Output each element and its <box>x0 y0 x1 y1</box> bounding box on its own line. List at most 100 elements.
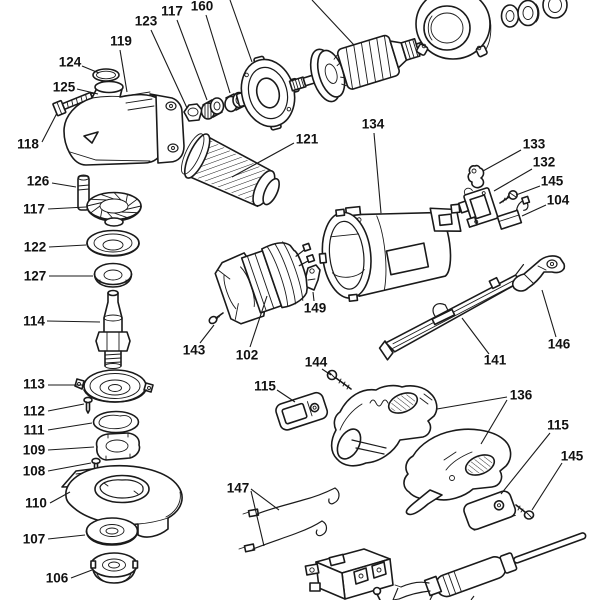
part-label-160: 160 <box>191 0 214 14</box>
part-label-144: 144 <box>305 355 328 370</box>
labels-layer: 1241251191181261171221271141131121111091… <box>17 0 584 586</box>
leader-line-107 <box>47 534 86 540</box>
part-label-117a: 117 <box>23 202 45 217</box>
brush-cap-133-drawing <box>467 164 485 189</box>
leader-line-145b <box>531 462 563 511</box>
leader-line-144 <box>321 368 332 376</box>
screw-145-top-drawing <box>499 190 518 204</box>
brush-holder-132-drawing <box>457 187 499 228</box>
bearing-flange-113-drawing <box>74 369 154 403</box>
side-handle-121-drawing <box>180 133 280 208</box>
o-ring-124-drawing <box>92 68 120 82</box>
part-label-143: 143 <box>183 343 206 358</box>
part-label-145b: 145 <box>561 449 584 464</box>
lock-plate-109-drawing <box>95 432 141 461</box>
leader-line-108 <box>47 462 92 472</box>
leader-line-115b <box>500 432 551 495</box>
part-label-123: 123 <box>135 14 158 29</box>
leader-line-104 <box>521 204 547 217</box>
screw-145-bottom-drawing <box>515 504 535 520</box>
leader-line-111 <box>47 422 93 431</box>
motor-housing-134-drawing <box>318 203 462 302</box>
part-label-141: 141 <box>484 353 507 368</box>
wheel-guard-110-drawing <box>61 464 183 538</box>
cord-assembly-drawing <box>392 532 587 600</box>
leader-line-121 <box>231 142 295 178</box>
washer-top-right-drawing <box>500 4 520 28</box>
leader-line-160 <box>205 14 231 94</box>
wire-147a-drawing <box>242 487 340 518</box>
leader-line-147 <box>250 488 280 511</box>
leader-line-133 <box>482 149 522 172</box>
leader-line-124 <box>81 65 100 74</box>
part-label-122: 122 <box>24 240 47 255</box>
wire-147b-drawing <box>238 520 328 553</box>
part-label-132: 132 <box>533 155 556 170</box>
bearing-127-drawing <box>93 262 133 288</box>
baffle-plate-drawing <box>235 55 300 131</box>
part-label-106: 106 <box>46 571 69 586</box>
part-label-136: 136 <box>510 388 533 403</box>
leader-line-134 <box>373 132 382 214</box>
leader-line-118 <box>41 112 58 143</box>
leader-line-136 <box>480 399 508 445</box>
leader-line-147 <box>250 490 265 547</box>
leader-line-125 <box>76 88 99 95</box>
part-label-117b: 117 <box>161 4 183 19</box>
leader-line-149 <box>312 291 315 302</box>
cover-plate-115-right-drawing <box>463 490 517 531</box>
part-label-114: 114 <box>23 314 45 329</box>
part-label-109: 109 <box>23 443 46 458</box>
part-label-147: 147 <box>227 481 250 496</box>
leader-line-110 <box>49 491 71 504</box>
part-label-127: 127 <box>24 269 47 284</box>
part-label-146: 146 <box>548 337 571 352</box>
leader-line-114 <box>46 320 101 323</box>
screw-144-drawing <box>326 369 352 390</box>
part-label-115b: 115 <box>547 418 569 433</box>
field-coil-102-drawing <box>214 241 316 325</box>
switch-drawing <box>304 548 394 600</box>
part-label-113: 113 <box>23 377 45 392</box>
part-label-108: 108 <box>23 464 46 479</box>
leader-line-136 <box>436 396 508 410</box>
part-label-119: 119 <box>110 34 132 49</box>
part-label-149: 149 <box>304 301 327 316</box>
carbon-brush-104-drawing <box>496 195 531 230</box>
handle-half-top-136-drawing <box>330 384 438 467</box>
part-label-107: 107 <box>23 532 46 547</box>
leader-line-123 <box>150 29 188 109</box>
part-label-124: 124 <box>59 55 82 70</box>
cover-plate-115-left-drawing <box>275 391 329 431</box>
leader-line-115a <box>276 389 296 403</box>
pinion-117-drawing <box>200 97 225 120</box>
retainer-ring-top-right-drawing <box>542 0 568 19</box>
part-label-125: 125 <box>53 80 76 95</box>
screw-143-drawing <box>208 312 224 325</box>
screw-112-drawing <box>83 396 93 414</box>
leader-line-117a <box>47 206 87 210</box>
part-label-102: 102 <box>236 348 259 363</box>
part-label-118: 118 <box>17 137 39 152</box>
lock-lever-146-drawing <box>511 255 566 292</box>
pin-126-drawing <box>77 174 90 211</box>
leader-line-126 <box>51 182 77 188</box>
part-label-110: 110 <box>25 496 47 511</box>
leader-line-109 <box>47 446 95 451</box>
leader-line-102 <box>249 295 268 348</box>
part-label-112: 112 <box>23 404 45 419</box>
leader-line-112 <box>47 403 85 412</box>
part-label-111: 111 <box>23 423 45 438</box>
part-label-121: 121 <box>296 132 319 147</box>
bearing-top-right-drawing <box>517 0 540 27</box>
part-label-134: 134 <box>362 117 385 132</box>
leader-line-132 <box>493 168 533 192</box>
bevel-gear-117-drawing <box>86 191 142 227</box>
leader-line-143 <box>199 324 215 344</box>
part-label-145a: 145 <box>541 174 564 189</box>
part-label-133: 133 <box>523 137 546 152</box>
leader-line-117b <box>176 19 208 101</box>
leader-line-141 <box>461 317 490 355</box>
